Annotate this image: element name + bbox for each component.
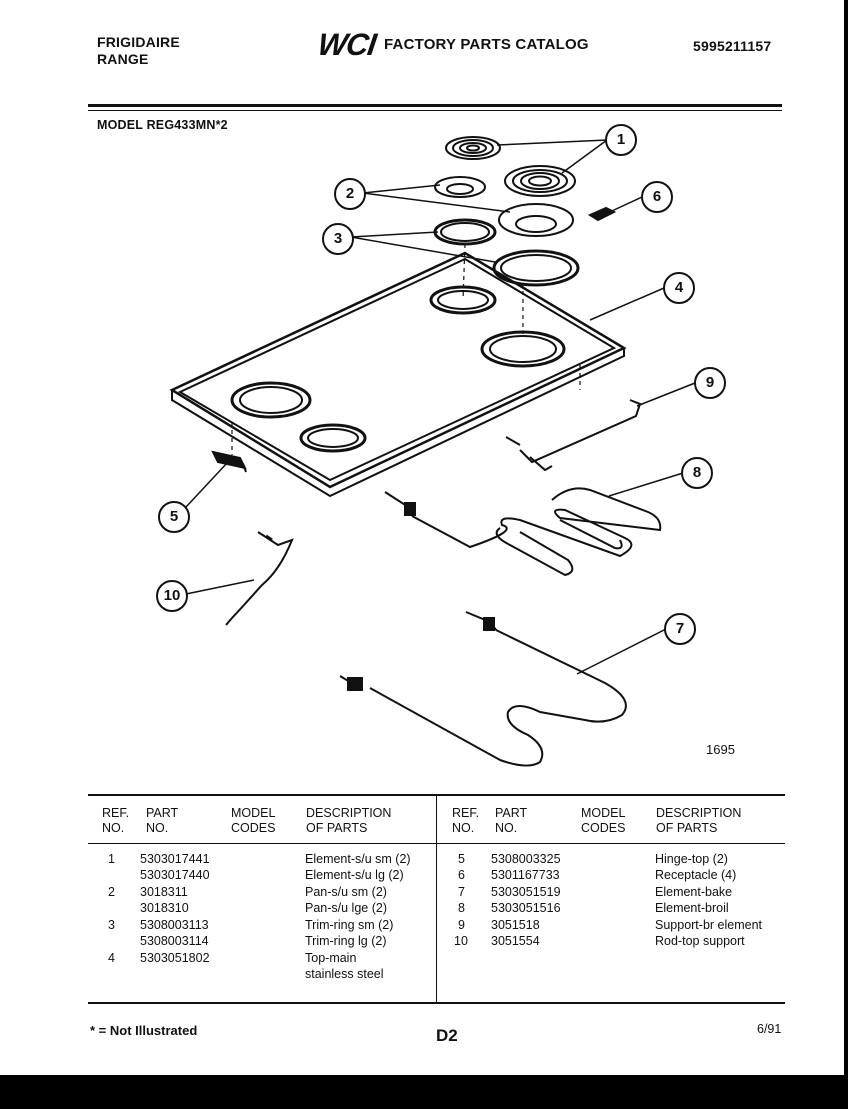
callout-8: 8 <box>681 457 713 489</box>
header-rule-thin <box>88 110 782 111</box>
callout-4: 4 <box>663 272 695 304</box>
callout-1: 1 <box>605 124 637 156</box>
surface-element-small <box>445 136 501 160</box>
exploded-parts-diagram <box>169 136 696 767</box>
product-type: RANGE <box>97 51 149 67</box>
callout-9: 9 <box>694 367 726 399</box>
table-bottom-rule <box>88 1002 785 1004</box>
trim-ring-small <box>433 218 497 246</box>
drip-pan-small <box>434 176 486 198</box>
broil-element-support <box>505 399 642 472</box>
drawing-number: 1695 <box>706 742 735 757</box>
catalog-number: 5995211157 <box>693 38 772 54</box>
receptacle <box>587 206 617 222</box>
callout-2: 2 <box>334 178 366 210</box>
table-divider <box>436 796 437 1003</box>
page-number: D2 <box>436 1026 458 1045</box>
header-ref-no-right: REF.NO. <box>452 806 480 835</box>
scan-border <box>0 1075 848 1109</box>
callout-3: 3 <box>322 223 354 255</box>
model-label: MODEL REG433MN*2 <box>97 118 228 132</box>
header-ref-no: REF.NO. <box>102 806 130 835</box>
scan-edge-right <box>844 0 848 1109</box>
not-illustrated-note: * = Not Illustrated <box>90 1023 198 1038</box>
table-top-rule <box>88 794 785 796</box>
callout-7: 7 <box>664 613 696 645</box>
callout-6: 6 <box>641 181 673 213</box>
catalog-date: 6/91 <box>757 1022 782 1036</box>
header-rule <box>88 104 782 107</box>
surface-element-large <box>504 165 576 197</box>
catalog-title: FACTORY PARTS CATALOG <box>384 36 589 53</box>
bake-element <box>339 611 627 767</box>
brand-name: FRIGIDAIRE <box>97 34 180 50</box>
broil-element <box>384 487 662 577</box>
top-hinge <box>211 450 247 473</box>
callout-10: 10 <box>156 580 188 612</box>
callout-5: 5 <box>158 501 190 533</box>
trim-ring-large <box>492 249 580 287</box>
top-support-rod <box>225 531 294 626</box>
drip-pan-large <box>498 203 574 237</box>
